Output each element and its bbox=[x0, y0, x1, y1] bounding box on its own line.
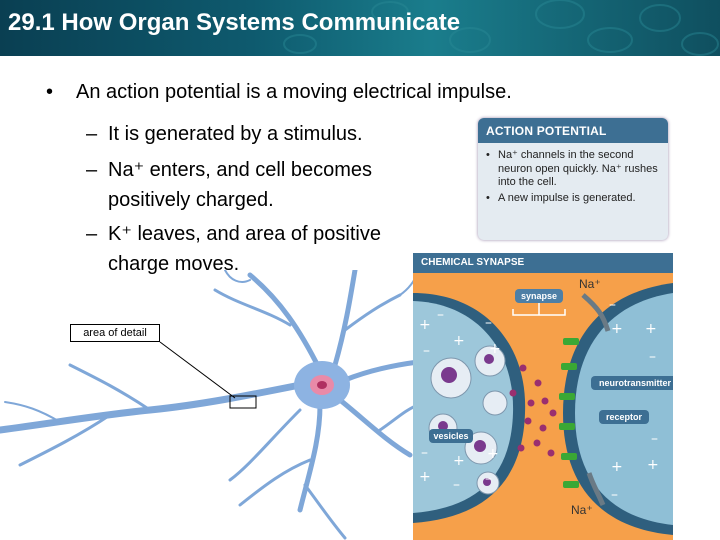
action-potential-heading: ACTION POTENTIAL bbox=[478, 118, 668, 143]
bullet-marker: • bbox=[46, 81, 54, 103]
sub-bullet-2-continued: positively charged. bbox=[108, 185, 274, 215]
svg-text:+: + bbox=[487, 446, 499, 462]
sub-bullet-2: –Na⁺ enters, and cell becomes bbox=[86, 155, 372, 185]
svg-text:+: + bbox=[419, 469, 431, 485]
svg-text:+: + bbox=[611, 321, 623, 337]
svg-text:–: – bbox=[423, 343, 430, 359]
area-of-detail-label: area of detail bbox=[70, 324, 160, 342]
main-bullet: • An action potential is a moving electri… bbox=[46, 81, 512, 104]
receptor-label: receptor bbox=[599, 410, 649, 424]
svg-text:+: + bbox=[611, 459, 623, 475]
chemical-synapse-heading: CHEMICAL SYNAPSE bbox=[413, 253, 673, 273]
sub-bullet-dash: – bbox=[86, 123, 98, 145]
sub-bullet-text: positively charged. bbox=[108, 189, 274, 211]
svg-text:–: – bbox=[485, 471, 492, 487]
neurotransmitter-label: neurotransmitter bbox=[591, 376, 673, 390]
chemical-synapse-figure: +– +– –+ –+ +– +– –+ +– +– +– CHEMICAL S… bbox=[413, 253, 673, 540]
vesicles-label: vesicles bbox=[429, 429, 473, 443]
svg-text:–: – bbox=[649, 349, 656, 365]
sub-bullet-text: Na⁺ enters, and cell becomes bbox=[108, 159, 373, 181]
na-top-label: Na⁺ bbox=[579, 277, 601, 291]
title-bar-texture bbox=[283, 0, 719, 56]
main-bullet-text: An action potential is a moving electric… bbox=[76, 81, 512, 103]
svg-text:–: – bbox=[421, 445, 428, 461]
svg-text:+: + bbox=[647, 457, 659, 473]
svg-text:–: – bbox=[453, 477, 460, 493]
sub-bullet-text: It is generated by a stimulus. bbox=[108, 123, 363, 145]
svg-text:–: – bbox=[611, 487, 618, 503]
action-potential-item: Na⁺ channels in the second neuron open q… bbox=[486, 149, 662, 190]
synapse-label: synapse bbox=[515, 289, 563, 303]
sub-bullet-3-continued: charge moves. bbox=[108, 249, 239, 279]
page-title: 29.1 How Organ Systems Communicate bbox=[8, 9, 461, 36]
svg-text:–: – bbox=[485, 315, 492, 331]
action-potential-item: A new impulse is generated. bbox=[486, 192, 662, 206]
synapse-illustration: +– +– –+ –+ +– +– –+ +– +– +– bbox=[413, 283, 673, 535]
svg-text:–: – bbox=[651, 431, 658, 447]
sub-bullet-1: –It is generated by a stimulus. bbox=[86, 119, 363, 149]
sub-bullet-text: K⁺ leaves, and area of positive bbox=[108, 223, 381, 245]
neuron-illustration bbox=[0, 270, 420, 540]
svg-text:–: – bbox=[609, 297, 616, 313]
title-bar: 29.1 How Organ Systems Communicate bbox=[0, 0, 720, 56]
svg-text:+: + bbox=[489, 341, 501, 357]
na-bottom-label: Na⁺ bbox=[571, 503, 593, 517]
action-potential-box: ACTION POTENTIAL Na⁺ channels in the sec… bbox=[478, 118, 668, 240]
svg-text:+: + bbox=[453, 333, 465, 349]
svg-text:–: – bbox=[437, 307, 444, 323]
sub-bullet-dash: – bbox=[86, 223, 98, 245]
svg-text:+: + bbox=[645, 321, 657, 337]
action-potential-list: Na⁺ channels in the second neuron open q… bbox=[478, 143, 668, 205]
sub-bullet-dash: – bbox=[86, 159, 98, 181]
svg-text:+: + bbox=[453, 453, 465, 469]
sub-bullet-text: charge moves. bbox=[108, 253, 240, 275]
svg-text:+: + bbox=[419, 317, 431, 333]
sub-bullet-3: –K⁺ leaves, and area of positive bbox=[86, 219, 381, 249]
